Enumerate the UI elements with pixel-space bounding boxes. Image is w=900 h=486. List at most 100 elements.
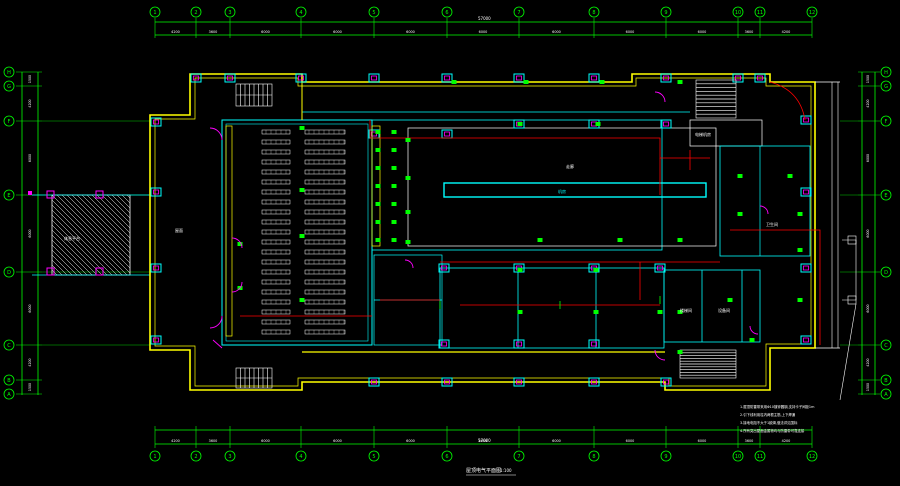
dim-right: 4200 <box>866 99 870 107</box>
axis-label-right: E <box>884 193 887 199</box>
axis-bubble-top <box>441 6 453 18</box>
column <box>800 335 812 345</box>
wiring-runs <box>240 81 821 345</box>
seat-row <box>304 329 346 335</box>
dim-top: 6000 <box>552 30 561 34</box>
axis-bubble-top <box>295 6 307 18</box>
dim-left: 6000 <box>28 154 32 162</box>
column <box>588 377 600 387</box>
fixture-mark <box>599 80 605 84</box>
axis-bubble-left <box>3 266 15 278</box>
seat-row <box>304 179 346 185</box>
room-label-annex: 休息平台 <box>64 235 80 241</box>
dim-top: 6000 <box>406 30 415 34</box>
dim-left: 1500 <box>28 75 32 83</box>
column <box>150 335 162 345</box>
axis-bubble-bottom <box>368 450 380 462</box>
fixture-mark <box>737 212 743 216</box>
axis-bubble-top <box>224 6 236 18</box>
column-core <box>153 119 159 125</box>
column-core <box>193 75 199 81</box>
seat-row <box>304 299 346 305</box>
axis-label-top: 10 <box>735 10 741 16</box>
seat-row <box>304 129 346 135</box>
axis-bubble-left <box>3 115 15 127</box>
fixture-mark <box>299 126 305 130</box>
axis-bubble-bottom <box>806 450 818 462</box>
dim-top: 3600 <box>209 30 218 34</box>
seat-row <box>304 209 346 215</box>
building-outline <box>149 73 840 391</box>
seat-row <box>304 289 346 295</box>
room-label-roof: 屋面 <box>175 227 183 233</box>
column-core <box>444 379 450 385</box>
fixture-mark <box>797 298 803 302</box>
dim-top: 6000 <box>626 30 635 34</box>
axis-label-top: 3 <box>228 10 231 16</box>
dim-bottom: 4200 <box>171 439 180 443</box>
axis-bubble-right <box>880 374 892 386</box>
column-core <box>153 337 159 343</box>
column <box>513 377 525 387</box>
axis-bubble-bottom <box>149 450 161 462</box>
column <box>660 377 672 387</box>
axis-bubble-right <box>880 80 892 92</box>
fixture-mark <box>391 130 397 134</box>
axis-bubble-left <box>3 66 15 78</box>
fixture-mark <box>405 210 411 214</box>
axis-label-top: 1 <box>153 10 156 16</box>
fixture-mark <box>537 238 543 242</box>
note-line: 4.所有突出屋面金属物均与防雷带可靠连接 <box>740 428 805 433</box>
fixture-mark <box>375 130 381 134</box>
fixture-mark <box>391 220 397 224</box>
column-core <box>591 75 597 81</box>
column <box>513 339 525 349</box>
axis-grid <box>21 21 876 445</box>
axis-bubbles: 1122334455667788991010111112124200420036… <box>3 6 892 462</box>
fixture-mark <box>517 268 523 272</box>
axis-label-bottom: 4 <box>299 454 302 460</box>
structural-columns <box>150 73 812 387</box>
fixture-mark <box>677 238 683 242</box>
dim-right: 1500 <box>866 383 870 391</box>
door-swings <box>209 91 769 361</box>
axis-label-left: E <box>7 193 10 199</box>
column-core <box>441 265 447 271</box>
column-core <box>591 341 597 347</box>
column-core <box>516 75 522 81</box>
fixture-mark <box>677 310 683 314</box>
column <box>513 73 525 83</box>
scale-text: 1:100 <box>500 468 512 473</box>
column-core <box>227 75 233 81</box>
column <box>295 73 307 83</box>
column <box>588 73 600 83</box>
stairs <box>235 79 737 389</box>
dim-bottom: 6000 <box>406 439 415 443</box>
axis-bubble-right <box>880 266 892 278</box>
column-core <box>663 121 669 127</box>
dim-bottom: 6000 <box>479 439 488 443</box>
seat-row <box>304 159 346 165</box>
seat-row <box>304 229 346 235</box>
column <box>190 73 202 83</box>
dim-bottom: 6000 <box>333 439 342 443</box>
dim-bottom: 3600 <box>745 439 754 443</box>
dim-left: 4200 <box>28 358 32 366</box>
dim-bottom: 6000 <box>626 439 635 443</box>
column <box>588 339 600 349</box>
title-text: 屋顶电气平面图 <box>466 467 501 474</box>
notes-block: 1.屋顶防雷带采用Φ10镀锌圆钢,支持卡子间距1m 2.引下线利用柱内两根主筋,… <box>740 404 815 433</box>
column <box>441 129 453 139</box>
axis-label-left: D <box>7 270 11 276</box>
axis-label-left: F <box>8 119 11 125</box>
fixture-mark <box>391 166 397 170</box>
column-core <box>757 75 763 81</box>
axis-label-bottom: 12 <box>809 454 815 460</box>
axis-bubble-left <box>3 374 15 386</box>
dim-right: 1500 <box>866 75 870 83</box>
axis-label-top: 4 <box>299 10 302 16</box>
column-core <box>663 75 669 81</box>
fixture-mark <box>617 238 623 242</box>
axis-label-bottom: 6 <box>445 454 448 460</box>
